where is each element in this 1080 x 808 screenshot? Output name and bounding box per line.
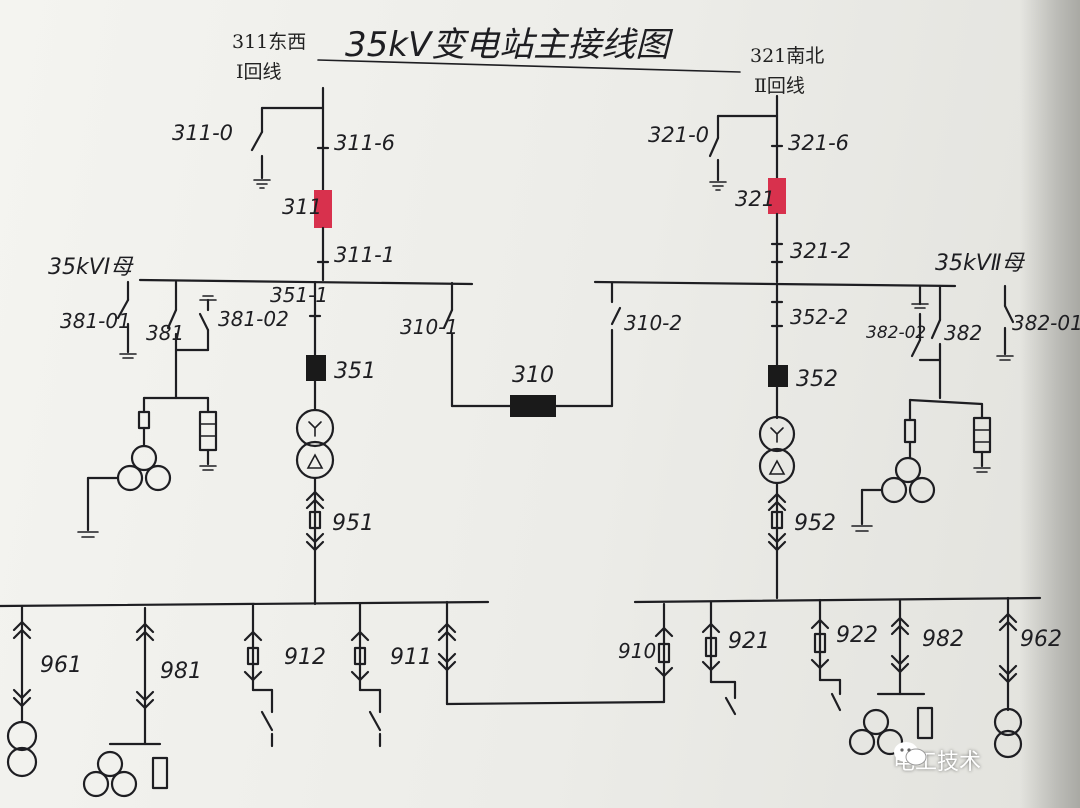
breaker-352 — [768, 365, 788, 387]
bus-10kv-2 — [633, 596, 1042, 604]
label-382-02: 382-02 — [866, 323, 926, 343]
label-310-2: 310-2 — [624, 311, 682, 335]
diagram-title: 35kV变电站主接线图 — [345, 25, 673, 65]
label-352-2: 352-2 — [790, 305, 848, 329]
feeder-911 — [350, 602, 382, 748]
feeder-982 — [848, 598, 934, 756]
label-381: 381 — [146, 321, 184, 345]
bus-coupler-910 — [437, 600, 674, 706]
incomer-311 — [250, 86, 332, 282]
feeder-912 — [243, 602, 274, 748]
label-952: 952 — [794, 511, 836, 536]
label-351: 351 — [334, 359, 376, 384]
feeder-981 — [82, 606, 169, 798]
feeder-961 — [6, 604, 38, 778]
paper-edge-shadow — [1020, 0, 1080, 808]
line-right-sub: Ⅱ回线 — [754, 75, 805, 97]
breaker-321 — [768, 178, 786, 214]
bus-coupler-310 — [442, 281, 622, 417]
label-311-0: 311-0 — [172, 121, 233, 145]
feeder-922 — [810, 598, 842, 712]
line-right-name: 321南北 — [750, 45, 824, 67]
incomer-321 — [708, 94, 786, 284]
feeder-962 — [993, 596, 1023, 759]
label-321-2: 321-2 — [790, 239, 851, 263]
label-911: 911 — [390, 645, 432, 670]
bus-35kv-1 — [138, 278, 474, 286]
title-underline — [317, 59, 741, 73]
label-311-6: 311-6 — [334, 131, 395, 155]
bus-1-label: 35kVⅠ母 — [48, 255, 134, 280]
breaker-311 — [314, 190, 332, 228]
bus-10kv-1 — [0, 600, 490, 608]
label-310: 310 — [512, 363, 554, 388]
pt-bay-382 — [851, 284, 1015, 532]
label-921: 921 — [728, 629, 770, 654]
label-352: 352 — [796, 367, 838, 392]
transformer-bay-352 — [758, 282, 796, 600]
watermark: 电工技术 — [893, 740, 981, 780]
bus-35kv-2 — [593, 280, 957, 288]
label-912: 912 — [284, 645, 326, 670]
label-381-02: 381-02 — [218, 307, 289, 331]
label-311-1: 311-1 — [334, 243, 395, 267]
breaker-351 — [306, 355, 326, 381]
transformer-bay-351 — [295, 280, 335, 606]
feeder-921 — [701, 600, 737, 716]
label-982: 982 — [922, 627, 964, 652]
breaker-310 — [510, 395, 556, 417]
label-382: 382 — [944, 321, 982, 345]
label-962: 962 — [1020, 627, 1062, 652]
label-310-1: 310-1 — [400, 315, 458, 339]
bus-2-label: 35kVⅡ母 — [935, 251, 1026, 276]
label-311: 311 — [282, 195, 322, 219]
line-left-sub: Ⅰ回线 — [236, 61, 282, 83]
label-381-01: 381-01 — [60, 309, 131, 333]
label-321: 321 — [735, 187, 775, 211]
label-951: 951 — [332, 511, 374, 536]
pt-bay-381 — [77, 280, 218, 538]
label-321-6: 321-6 — [788, 131, 849, 155]
label-351-1: 351-1 — [270, 283, 328, 307]
line-left-name: 311东西 — [232, 31, 306, 53]
chat-bubble-icon — [894, 742, 927, 766]
label-922: 922 — [836, 623, 878, 648]
label-321-0: 321-0 — [648, 123, 709, 147]
label-910: 910 — [618, 639, 656, 663]
label-981: 981 — [160, 659, 202, 684]
label-961: 961 — [40, 653, 82, 678]
label-382-01: 382-01 — [1012, 311, 1080, 335]
